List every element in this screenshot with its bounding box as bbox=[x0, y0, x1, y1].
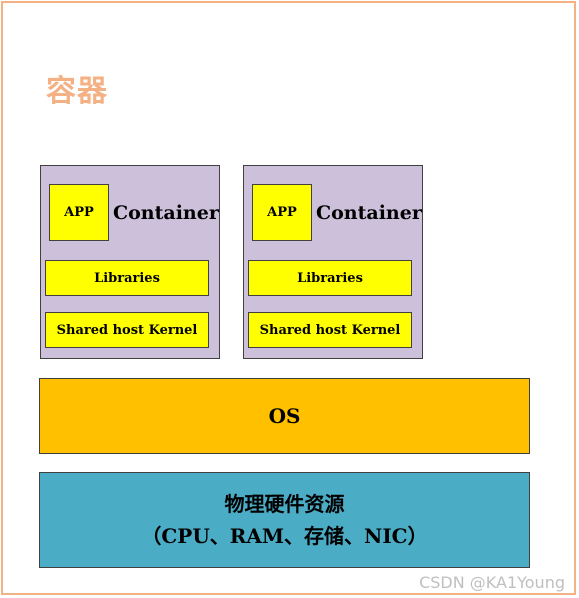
watermark: CSDN @KA1Young bbox=[419, 573, 565, 592]
container-box-1: APP Container Libraries Shared host Kern… bbox=[40, 165, 220, 359]
kernel-box-2: Shared host Kernel bbox=[248, 312, 412, 348]
libraries-box-1: Libraries bbox=[45, 260, 209, 296]
hardware-details: （CPU、RAM、存储、NIC） bbox=[141, 524, 428, 548]
container-box-2: APP Container Libraries Shared host Kern… bbox=[243, 165, 423, 359]
container-label-2: Container bbox=[316, 202, 422, 224]
hardware-title: 物理硬件资源 bbox=[224, 492, 345, 516]
hardware-layer: 物理硬件资源 （CPU、RAM、存储、NIC） bbox=[39, 472, 530, 568]
os-layer: OS bbox=[39, 378, 530, 454]
container-label-1: Container bbox=[113, 202, 219, 224]
libraries-box-2: Libraries bbox=[248, 260, 412, 296]
app-box-1: APP bbox=[49, 184, 109, 241]
kernel-box-1: Shared host Kernel bbox=[45, 312, 209, 348]
diagram-title: 容器 bbox=[46, 74, 108, 109]
app-box-2: APP bbox=[252, 184, 312, 241]
